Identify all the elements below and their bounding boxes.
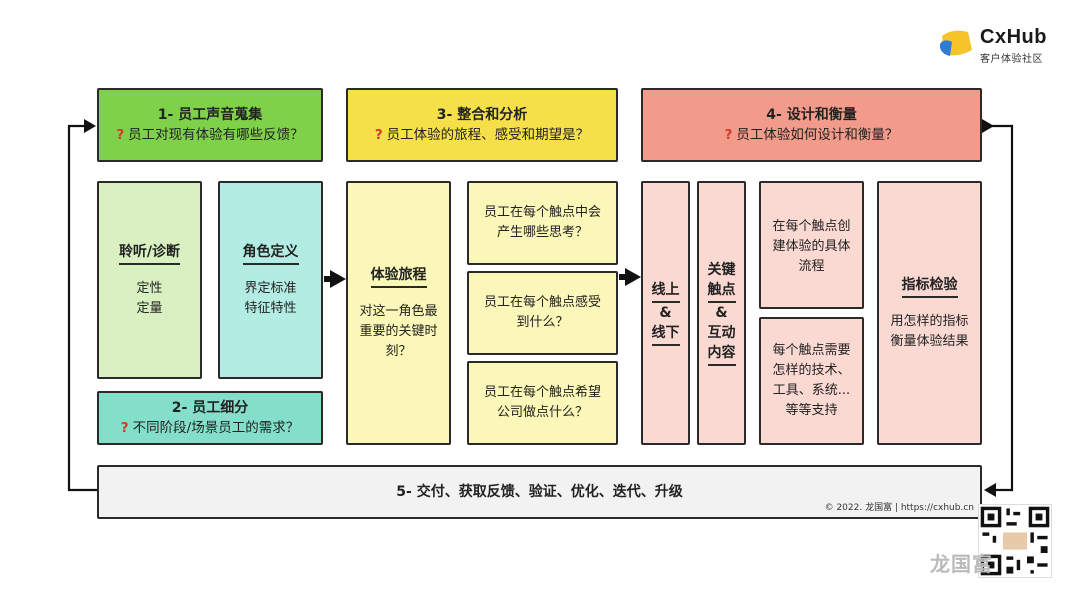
logo-subtitle: 客户体验社区 [980, 54, 1043, 65]
qr-code [978, 504, 1052, 578]
key-touchpoint-box: 关键 触点 & 互动 内容 [697, 181, 746, 445]
stage3-question: 员工体验的旅程、感受和期望是？ [386, 127, 590, 143]
question-icon: ? [120, 420, 129, 436]
support-line-1: 每个触点需要 [772, 343, 851, 358]
touch-think-box: 员工在每个触点中会 产生哪些思考？ [467, 181, 618, 265]
create-process-box: 在每个触点创 建体验的具体 流程 [759, 181, 864, 309]
create-line-2: 建体验的具体 [772, 239, 851, 254]
cxhub-logo: CxHub 客户体验社区 [938, 26, 1058, 65]
touch3-line-1: 员工在每个触点希望 [483, 385, 601, 400]
stage1-title: 1- 员工声音蒐集 [157, 107, 263, 123]
flow-arrow-shaft [619, 274, 627, 280]
logo-title: CxHub [980, 26, 1047, 48]
stage1-question: 员工对现有体验有哪些反馈？ [128, 127, 304, 143]
stage2-question: 不同阶段/场景员工的需求？ [132, 420, 300, 436]
online-offline-box: 线上 & 线下 [641, 181, 690, 445]
role-definition-box: 角色定义 界定标准 特征特性 [218, 181, 323, 379]
keytouch-line-1: 关键 [707, 262, 736, 278]
keytouch-line-5: 内容 [707, 343, 736, 366]
stage4-header: 4- 设计和衡量 ?员工体验如何设计和衡量？ [641, 88, 982, 162]
stage2-box: 2- 员工细分 ?不同阶段/场景员工的需求？ [97, 391, 323, 445]
question-icon: ? [724, 127, 733, 143]
stage3-title: 3- 整合和分析 [436, 107, 528, 123]
stage4-title: 4- 设计和衡量 [766, 107, 857, 123]
touch1-line-2: 产生哪些思考？ [496, 225, 588, 240]
flow-arrow-icon [330, 270, 346, 288]
listen-title: 聆听/诊断 [118, 242, 181, 265]
online-line-1: 线上 [651, 280, 680, 303]
touch1-line-1: 员工在每个触点中会 [483, 205, 601, 220]
stage2-title: 2- 员工细分 [171, 400, 249, 416]
support-box: 每个触点需要 怎样的技术、 工具、系统... 等等支持 [759, 317, 864, 445]
keytouch-line-2: 触点 [707, 280, 736, 303]
online-line-2: & [659, 305, 672, 321]
support-line-4: 等等支持 [785, 403, 838, 418]
stage5-title: 5- 交付、获取反馈、验证、优化、迭代、升级 [396, 484, 683, 500]
journey-line-2: 重要的关键时 [359, 323, 438, 339]
stage5-box: 5- 交付、获取反馈、验证、优化、迭代、升级 © 2022. 龙国富 | htt… [97, 465, 982, 519]
journey-title: 体验旅程 [370, 265, 427, 288]
role-title: 角色定义 [242, 242, 299, 265]
create-line-3: 流程 [798, 259, 825, 274]
metric-check-box: 指标检验 用怎样的指标 衡量体验结果 [877, 181, 982, 445]
copyright-text: © 2022. 龙国富 | https://cxhub.cn [824, 503, 974, 513]
question-icon: ? [116, 127, 125, 143]
stage4-question: 员工体验如何设计和衡量？ [736, 127, 899, 143]
listen-line-2: 定量 [136, 300, 163, 316]
flow-arrow-icon [625, 268, 641, 286]
metric-line-2: 衡量体验结果 [890, 333, 969, 349]
support-line-3: 工具、系统... [772, 383, 851, 398]
touch2-line-1: 员工在每个触点感受 [483, 295, 601, 310]
journey-line-3: 刻？ [385, 343, 412, 359]
watermark-text: 龙国富 [930, 552, 993, 576]
touch2-line-2: 到什么？ [516, 315, 569, 330]
journey-line-1: 对这一角色最 [359, 303, 438, 319]
role-line-1: 界定标准 [244, 280, 297, 296]
keytouch-line-4: 互动 [707, 325, 736, 341]
touch-expect-box: 员工在每个触点希望 公司做点什么？ [467, 361, 618, 445]
experience-journey-box: 体验旅程 对这一角色最 重要的关键时 刻？ [346, 181, 451, 445]
listen-line-1: 定性 [136, 280, 163, 296]
stage3-header: 3- 整合和分析 ?员工体验的旅程、感受和期望是？ [346, 88, 618, 162]
listen-diagnose-box: 聆听/诊断 定性 定量 [97, 181, 202, 379]
cxhub-logo-icon [940, 30, 972, 56]
touch3-line-2: 公司做点什么？ [496, 405, 588, 420]
flow-arrow-shaft [324, 276, 332, 282]
metric-line-1: 用怎样的指标 [890, 313, 969, 329]
metric-title: 指标检验 [901, 275, 958, 298]
keytouch-line-3: & [715, 305, 728, 321]
online-line-3: 线下 [651, 323, 680, 346]
touch-feel-box: 员工在每个触点感受 到什么？ [467, 271, 618, 355]
role-line-2: 特征特性 [244, 300, 297, 316]
question-icon: ? [374, 127, 383, 143]
create-line-1: 在每个触点创 [772, 219, 851, 234]
support-line-2: 怎样的技术、 [772, 363, 851, 378]
stage1-header: 1- 员工声音蒐集 ?员工对现有体验有哪些反馈？ [97, 88, 323, 162]
